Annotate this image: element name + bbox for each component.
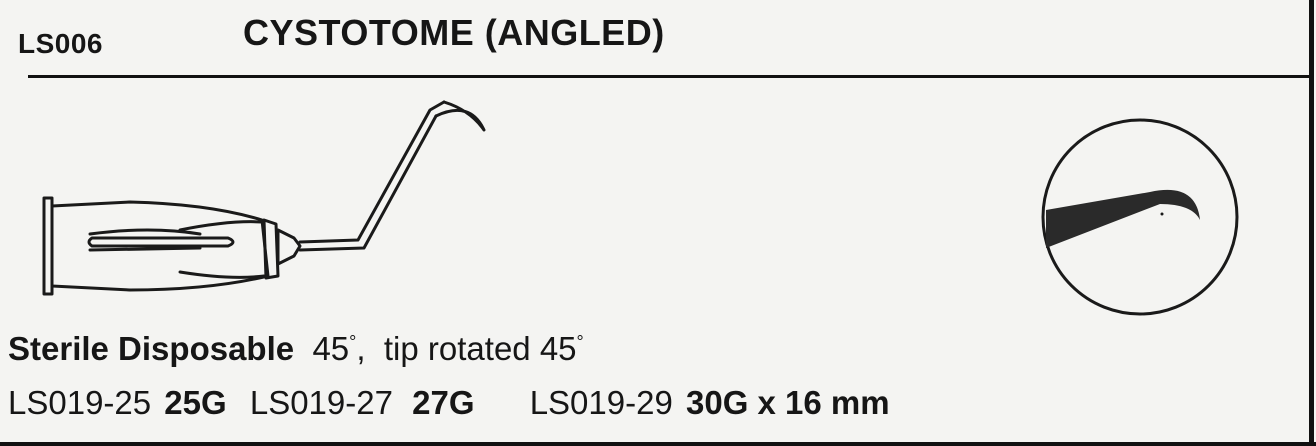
variant-list: LS019-25 25G LS019-27 27G LS019-29 30G x…: [8, 384, 890, 422]
magnifier-circle: [1041, 118, 1239, 316]
sterile-label: Sterile Disposable: [8, 330, 295, 367]
variant-gauge: 30G x 16 mm: [685, 384, 890, 421]
product-code: LS006: [18, 28, 103, 59]
header-rule: [28, 75, 1312, 78]
cystotome-illustration: [42, 100, 486, 296]
variant-part-no: LS019-29: [529, 384, 673, 421]
hub-flange: [42, 196, 54, 296]
speck: [1160, 212, 1164, 216]
variant-part-no: LS019-25: [8, 384, 152, 421]
hub-collar: [262, 218, 280, 280]
product-drawing: [42, 100, 1239, 316]
right-border: [1309, 0, 1314, 446]
product-title: CYSTOTOME (ANGLED): [243, 12, 665, 53]
degree-mark: °: [349, 332, 357, 352]
variant-gauge: 27G: [412, 384, 475, 421]
needle-shaft: [298, 100, 446, 252]
hub-cone: [276, 228, 302, 266]
needle-tip: [434, 100, 486, 132]
separator: ,: [356, 330, 366, 367]
variant-gauge: 25G: [164, 384, 227, 421]
magnified-tip: [1046, 189, 1200, 248]
tip-rotation: tip rotated 45: [383, 330, 577, 367]
bottom-border: [0, 442, 1316, 446]
tip-detail: [1041, 118, 1239, 316]
hub-inner: [88, 220, 266, 279]
variant-part-no: LS019-27: [249, 384, 393, 421]
degree-mark-2: °: [576, 332, 584, 352]
hub-body: [50, 200, 270, 292]
angle-value: 45: [312, 330, 350, 367]
sterile-spec-line: Sterile Disposable 45°, tip rotated 45°: [8, 330, 584, 368]
hub-rib: [87, 236, 235, 248]
